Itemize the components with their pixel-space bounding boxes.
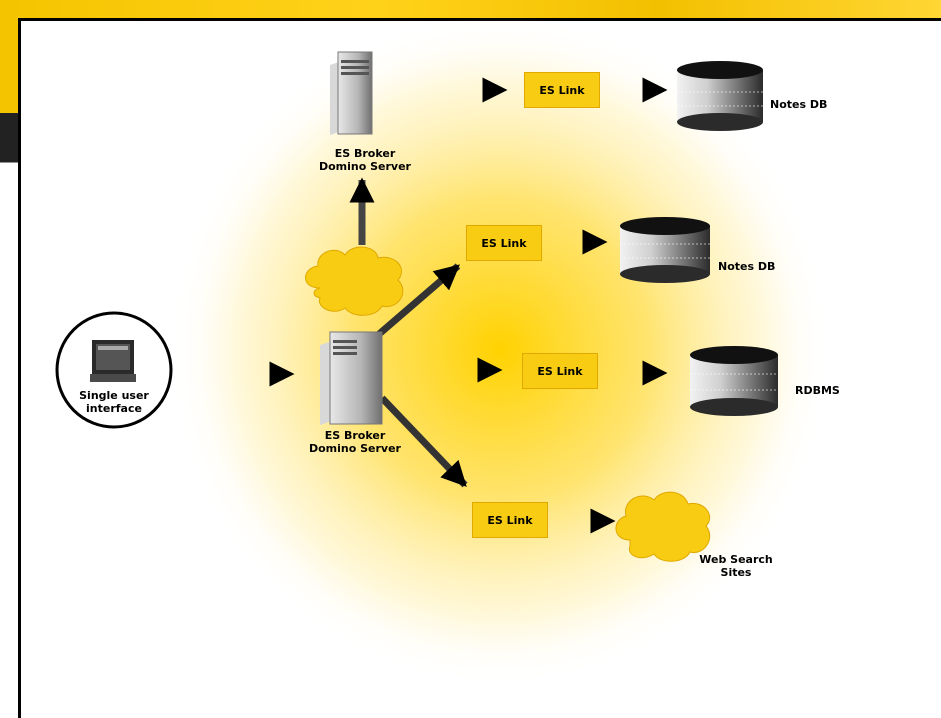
es-link-box-1: ES Link (524, 72, 600, 108)
connector-broker-to-eslink2 (375, 263, 461, 338)
top-broker-label-line1: ES Broker (334, 147, 396, 160)
client-label-line2: interface (86, 402, 142, 415)
client-label-line1: Single user (79, 389, 149, 402)
server-icon-top (330, 51, 373, 135)
target-label-web-search-line1: Web Search (699, 553, 773, 566)
left-accent-bar (0, 0, 18, 706)
connector-broker-to-eslink4 (379, 395, 468, 488)
top-broker-label: ES Broker Domino Server (310, 147, 420, 173)
monitor-icon (90, 340, 136, 382)
target-label-web-search-line2: Sites (720, 566, 752, 579)
es-link-box-2: ES Link (466, 225, 542, 261)
target-label-notes-db-2: Notes DB (718, 260, 776, 273)
client-node (55, 311, 173, 429)
client-label: Single user interface (77, 389, 151, 415)
es-link-box-3: ES Link (522, 353, 598, 389)
database-icon-1 (677, 61, 763, 131)
main-broker-label-line1: ES Broker (324, 429, 386, 442)
top-broker-label-line2: Domino Server (318, 160, 411, 173)
target-label-rdbms: RDBMS (795, 384, 840, 397)
es-link-box-4: ES Link (472, 502, 548, 538)
server-icon-main (320, 331, 383, 425)
connectors (180, 77, 668, 534)
cloud-icon-upper (305, 246, 404, 316)
database-icon-2 (620, 217, 710, 283)
target-label-web-search: Web Search Sites (696, 553, 776, 579)
target-label-notes-db-1: Notes DB (770, 98, 828, 111)
main-broker-label: ES Broker Domino Server (300, 429, 410, 455)
database-icon-3 (690, 346, 778, 416)
main-broker-label-line2: Domino Server (308, 442, 401, 455)
cloud-icon-web (615, 491, 711, 562)
